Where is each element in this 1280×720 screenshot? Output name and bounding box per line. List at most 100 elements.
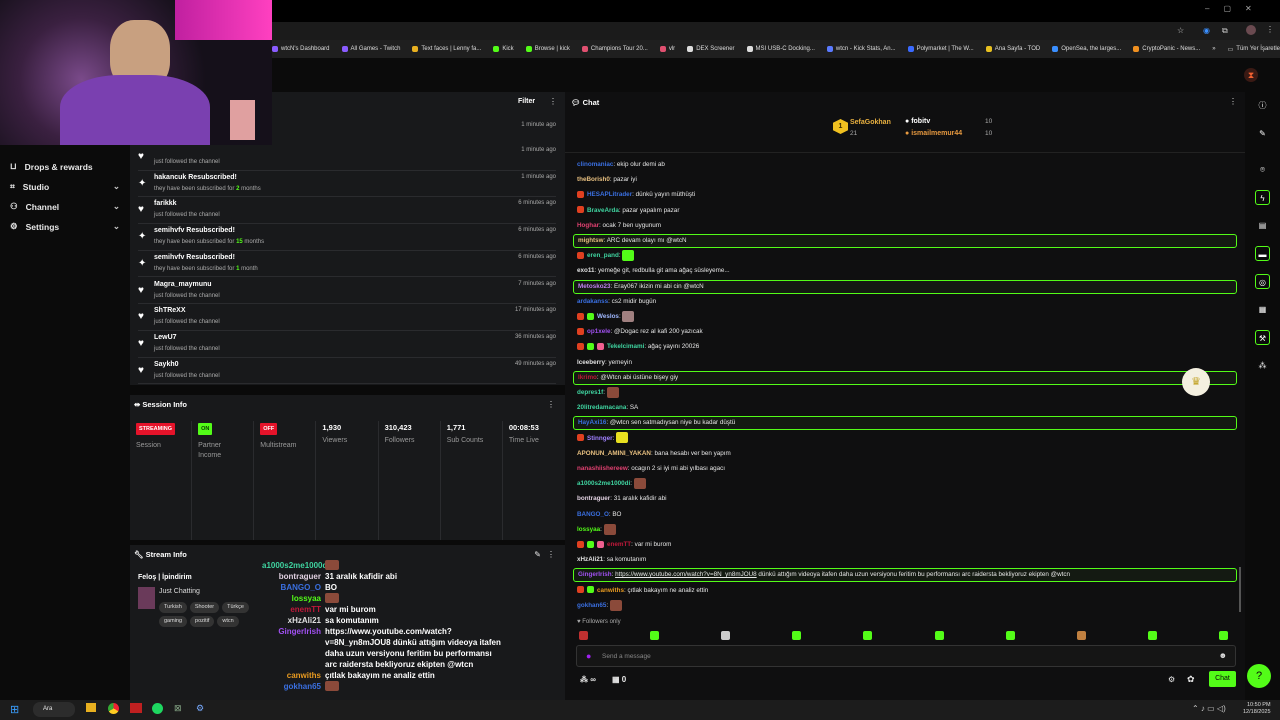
more-icon[interactable]: ⋮ — [549, 97, 557, 106]
chevron-down-icon[interactable]: ⌄ — [112, 201, 120, 211]
tray-icons[interactable]: ⌃ ♪ ▭ ◁) — [1192, 704, 1226, 713]
bolt-icon[interactable]: ϟ — [1255, 190, 1270, 205]
chrome-icon[interactable] — [108, 703, 119, 714]
chat-username[interactable]: nanashiishereew — [577, 465, 628, 472]
wrench-icon[interactable]: ⚒ — [1255, 330, 1270, 345]
chat-username[interactable]: APONUN_AMINI_YAKAN — [577, 449, 651, 457]
gifter-name[interactable]: ● ismailmemur44 — [905, 130, 963, 137]
more-icon[interactable]: ⋮ — [547, 550, 555, 559]
menu-icon[interactable]: ⋮ — [1266, 25, 1274, 34]
chevron-down-icon[interactable]: ⌄ — [112, 221, 120, 231]
mic-icon[interactable]: ● — [586, 651, 592, 661]
store-icon[interactable]: ▦ — [1258, 305, 1267, 314]
user-avatar[interactable]: ⧗ — [1244, 68, 1258, 82]
sidebar-item-channel[interactable]: ⚇Channel⌄ — [10, 201, 120, 212]
bookmark[interactable]: MSI USB-C Docking... — [746, 46, 815, 52]
app-icon[interactable] — [130, 703, 142, 713]
chat-username[interactable]: op1xele — [587, 328, 611, 336]
gifter-name[interactable]: ● fobitv — [905, 118, 931, 125]
chat-username[interactable]: 20litredamacana — [577, 404, 627, 412]
bookmark[interactable]: All Games - Twitch — [341, 46, 400, 52]
chat-icon[interactable]: ▬ — [1255, 246, 1270, 261]
more-icon[interactable]: ⋮ — [547, 400, 555, 409]
bookmark[interactable]: Polymarket | The W... — [907, 46, 974, 52]
bookmark[interactable]: CryptoPanic - News... — [1133, 46, 1200, 52]
chat-username[interactable]: ardakanss — [577, 297, 609, 305]
chat-username[interactable]: Tekelcimami — [607, 343, 645, 351]
chat-scrollbar[interactable] — [1239, 567, 1241, 612]
chat-username[interactable]: BraveArda — [587, 206, 619, 214]
bookmark[interactable]: Browse | kick — [525, 46, 570, 52]
chat-username[interactable]: Ikrimo — [578, 373, 597, 381]
bookmark[interactable]: vlr — [659, 46, 675, 52]
chat-username[interactable]: clinomaniac — [577, 161, 614, 168]
mod-tools-icon[interactable]: ✿ — [1187, 674, 1195, 684]
chat-username[interactable]: mightsw — [578, 237, 604, 244]
chat-username[interactable]: enemTT — [607, 541, 632, 548]
settings-icon[interactable]: ⚙ — [1168, 675, 1176, 684]
emote-icon[interactable] — [792, 631, 802, 640]
points-display[interactable]: ⁂ ∞ — [580, 675, 596, 684]
chevron-down-icon[interactable]: ⌄ — [112, 181, 120, 191]
profile-avatar[interactable] — [1246, 25, 1256, 35]
tag[interactable]: pozitif — [190, 616, 215, 627]
steam-icon[interactable]: ⚙ — [196, 703, 205, 713]
chat-username[interactable]: Metosko23 — [578, 282, 611, 290]
emoji-icon[interactable]: ☻ — [1218, 651, 1227, 660]
document-icon[interactable]: ▤ — [1258, 221, 1267, 230]
bookmark[interactable]: Kick — [493, 46, 514, 52]
chat-username[interactable]: exo11 — [577, 267, 595, 275]
chat-username[interactable]: GingerIrish — [578, 571, 612, 579]
bookmark[interactable]: Ana Sayfa - TOD — [985, 46, 1040, 52]
tag[interactable]: Türkçe — [222, 602, 249, 613]
emote-icon[interactable] — [1076, 631, 1086, 640]
chat-username[interactable]: HESAPLitrader — [587, 191, 633, 199]
windows-start-icon[interactable]: ⊞ — [10, 704, 20, 716]
chat-username[interactable]: a1000s2me1000di — [577, 480, 631, 488]
top-gifter-name[interactable]: SefaGokhan — [850, 119, 891, 126]
emote-icon[interactable] — [1218, 631, 1228, 640]
emote-icon[interactable] — [934, 631, 944, 640]
bookmark[interactable]: OpenSea, the larges... — [1052, 46, 1121, 52]
sidebar-item-drops[interactable]: ⊔Drops & rewards — [10, 161, 120, 172]
xbox-icon[interactable]: ⊠ — [174, 703, 182, 713]
sidebar-item-settings[interactable]: ⚙Settings⌄ — [10, 221, 120, 232]
tag[interactable]: Shooter — [189, 602, 220, 613]
bookmark[interactable]: wtcn - Kick Stats, An... — [826, 46, 896, 52]
chat-username[interactable]: depres1f — [577, 389, 604, 396]
emote-icon[interactable] — [721, 631, 731, 640]
emote-icon[interactable] — [1005, 631, 1015, 640]
star-icon[interactable]: ☆ — [1177, 26, 1185, 35]
sidebar-item-studio[interactable]: ⌗Studio⌄ — [10, 181, 120, 192]
chat-username[interactable]: Iceeberry — [577, 358, 606, 366]
window-controls[interactable]: –▢✕ — [1205, 4, 1266, 13]
emote-icon[interactable] — [650, 631, 660, 640]
chat-username[interactable]: Hoghar — [577, 221, 600, 229]
info-icon[interactable]: ⓘ — [1258, 101, 1267, 110]
all-bookmarks-button[interactable]: ▭Tüm Yer İşaretleri — [1228, 46, 1280, 53]
chat-username[interactable]: eren_pand — [587, 252, 619, 260]
file-explorer-icon[interactable] — [86, 703, 96, 712]
emote-icon[interactable] — [863, 631, 873, 640]
tag[interactable]: Turkish — [159, 602, 187, 613]
chat-username[interactable]: Stinnger — [587, 434, 613, 442]
chat-username[interactable]: theBorish0 — [577, 176, 610, 184]
tag[interactable]: wtcn — [217, 616, 239, 627]
store-display[interactable]: ▦ 0 — [612, 675, 627, 684]
camera-icon[interactable]: ⌾ — [1260, 165, 1265, 174]
taskbar-search[interactable]: Ara — [33, 702, 75, 717]
chat-username[interactable]: BANGO_O — [577, 510, 609, 518]
chat-username[interactable]: lossyaa — [577, 525, 601, 533]
bookmark[interactable]: DEX Screener — [687, 46, 735, 52]
send-chat-button[interactable]: Chat — [1209, 671, 1236, 687]
more-icon[interactable]: ⋮ — [1229, 97, 1237, 106]
chat-username[interactable]: Weslos — [597, 313, 619, 320]
spotify-icon[interactable] — [152, 703, 163, 714]
bookmark[interactable]: wtcN's Dashboard — [272, 46, 330, 52]
pencil-icon[interactable]: ✎ — [1259, 129, 1266, 138]
chat-username[interactable]: HayAxi16 — [578, 419, 607, 427]
media-icon[interactable]: ◉ — [1203, 26, 1210, 35]
broadcast-icon[interactable]: ◎ — [1255, 274, 1270, 289]
chat-link[interactable]: https://www.youtube.com/watch?v=8N_yn8mJ… — [615, 571, 757, 579]
bookmark[interactable]: Text faces | Lenny fa... — [412, 46, 481, 52]
